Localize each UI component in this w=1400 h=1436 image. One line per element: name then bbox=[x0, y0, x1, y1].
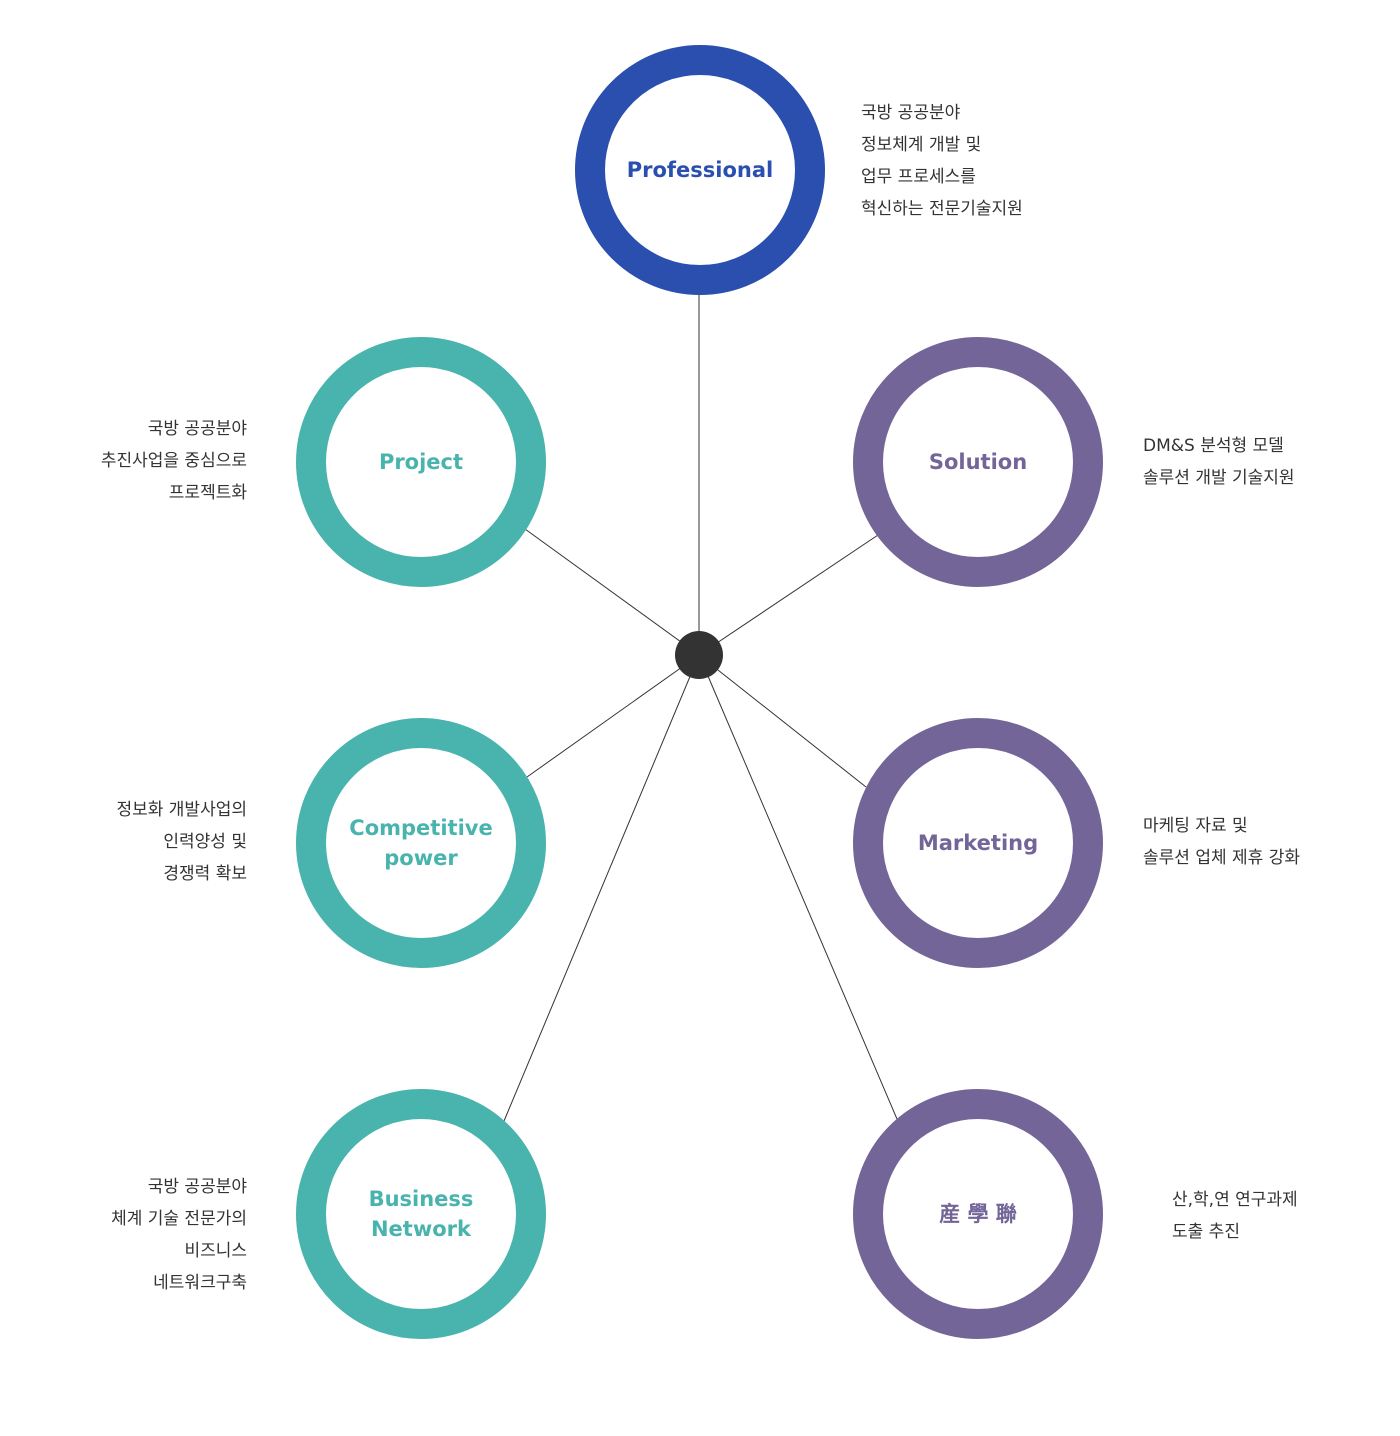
desc-line: 정보체계 개발 및 bbox=[861, 135, 982, 155]
desc-solution: DM&S 분석형 모델 솔루션 개발 기술지원 bbox=[1143, 430, 1295, 494]
connector-marketing bbox=[698, 654, 867, 788]
desc-line: 솔루션 개발 기술지원 bbox=[1143, 468, 1295, 488]
node-competitive-power-label: Competitive power bbox=[349, 816, 493, 870]
node-professional-label: Professional bbox=[626, 158, 774, 182]
desc-line: DM&S 분석형 모델 bbox=[1143, 436, 1284, 456]
node-competitive-power: Competitive power bbox=[296, 718, 546, 968]
desc-line: 도출 추진 bbox=[1172, 1222, 1240, 1242]
node-marketing: Marketing bbox=[853, 718, 1103, 968]
desc-line: 프로젝트화 bbox=[168, 483, 247, 503]
desc-competitive-power: 정보화 개발사업의 인력양성 및 경쟁력 확보 bbox=[116, 794, 247, 890]
desc-line: 인력양성 및 bbox=[163, 832, 247, 852]
desc-line: 업무 프로세스를 bbox=[861, 167, 976, 187]
desc-line: 국방 공공분야 bbox=[147, 1177, 247, 1197]
node-solution-label: Solution bbox=[928, 450, 1028, 474]
node-business-network: Business Network bbox=[296, 1089, 546, 1339]
node-solution: Solution bbox=[853, 337, 1103, 587]
desc-line: 마케팅 자료 및 bbox=[1143, 816, 1248, 836]
desc-line: 국방 공공분야 bbox=[861, 103, 961, 123]
connector-competitive bbox=[526, 654, 700, 778]
connector-project bbox=[524, 528, 700, 656]
connector-solution bbox=[698, 534, 879, 656]
center-hub bbox=[675, 631, 723, 679]
desc-line: 체계 기술 전문가의 bbox=[111, 1209, 247, 1229]
desc-sanhak: 산,학,연 연구과제 도출 추진 bbox=[1172, 1184, 1298, 1248]
desc-line: 혁신하는 전문기술지원 bbox=[861, 199, 1023, 219]
desc-line: 솔루션 업체 제휴 강화 bbox=[1143, 848, 1300, 868]
node-business-network-label: Business Network bbox=[368, 1187, 474, 1241]
desc-professional: 국방 공공분야 정보체계 개발 및 업무 프로세스를 혁신하는 전문기술지원 bbox=[861, 97, 1023, 225]
desc-line: 추진사업을 중심으로 bbox=[100, 451, 247, 471]
desc-line: 정보화 개발사업의 bbox=[116, 800, 247, 820]
desc-line: 산,학,연 연구과제 bbox=[1172, 1190, 1298, 1210]
node-project: Project bbox=[296, 337, 546, 587]
connector-sanhak bbox=[698, 654, 898, 1120]
desc-marketing: 마케팅 자료 및 솔루션 업체 제휴 강화 bbox=[1143, 810, 1300, 874]
node-project-label: Project bbox=[378, 450, 464, 474]
desc-line: 비즈니스 bbox=[184, 1241, 247, 1261]
desc-line: 네트워크구축 bbox=[153, 1273, 247, 1293]
desc-business-network: 국방 공공분야 체계 기술 전문가의 비즈니스 네트워크구축 bbox=[111, 1171, 247, 1299]
desc-project: 국방 공공분야 추진사업을 중심으로 프로젝트화 bbox=[101, 413, 247, 509]
node-marketing-label: Marketing bbox=[917, 831, 1039, 855]
node-sanhak-label: 産 學 聯 bbox=[939, 1202, 1017, 1226]
desc-line: 국방 공공분야 bbox=[147, 419, 247, 439]
desc-line: 경쟁력 확보 bbox=[163, 864, 247, 884]
node-sanhak: 産 學 聯 bbox=[853, 1089, 1103, 1339]
connector-business bbox=[503, 654, 700, 1122]
node-professional: Professional bbox=[575, 45, 825, 295]
